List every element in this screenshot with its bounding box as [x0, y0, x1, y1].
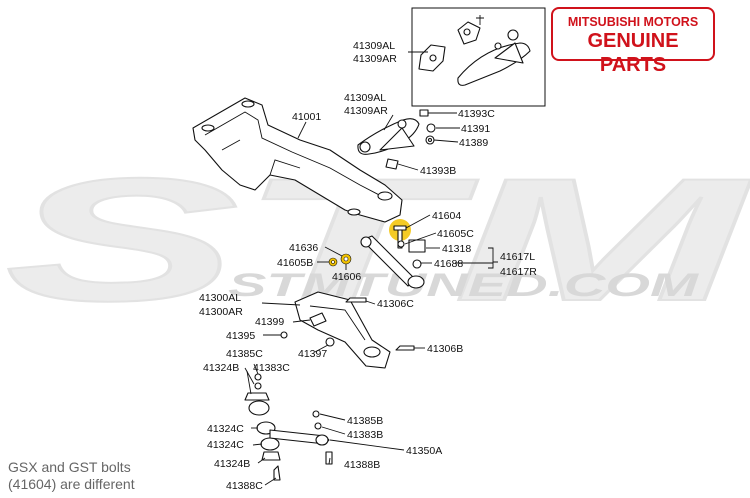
part-label: 41309AR [353, 53, 397, 65]
part-label: 41391 [461, 123, 490, 135]
upper-arm-drawing [357, 118, 420, 170]
part-label: 41385C [226, 348, 263, 360]
part-label: 41383C [253, 362, 290, 374]
part-label: 41688 [434, 258, 463, 270]
part-label: 41306C [377, 298, 414, 310]
part-label: 41300AR [199, 306, 243, 318]
part-label: 41389 [459, 137, 488, 149]
watermark-site: STMTUNED.COM [228, 267, 700, 303]
part-label: 41605B [277, 257, 313, 269]
stabilizer-link-drawing [244, 373, 333, 481]
part-label: 41309AL [344, 92, 386, 104]
part-label: 41318 [442, 243, 471, 255]
genuine-parts-badge: MITSUBISHI MOTORS GENUINE PARTS [551, 7, 715, 76]
part-label: 41393B [420, 165, 456, 177]
part-label: 41604 [432, 210, 461, 222]
badge-brand: MITSUBISHI MOTORS [567, 15, 699, 29]
part-label: 41606 [332, 271, 361, 283]
part-label: 41397 [298, 348, 327, 360]
part-label: 41636 [289, 242, 318, 254]
inset-box [411, 7, 546, 107]
badge-title: GENUINE PARTS [587, 30, 679, 76]
part-label: 41383B [347, 429, 383, 441]
part-label: 41393C [458, 108, 495, 120]
part-label: 41399 [255, 316, 284, 328]
part-label: 41388B [344, 459, 380, 471]
part-label: 41306B [427, 343, 463, 355]
part-label: 41324B [214, 458, 250, 470]
part-label: 41395 [226, 330, 255, 342]
upper-arm-hardware [419, 109, 436, 145]
leader-lines [244, 51, 498, 486]
note-line: GSX and GST bolts [8, 459, 131, 475]
part-label: 41324B [203, 362, 239, 374]
lower-link-hardware [328, 219, 426, 269]
bolt-note: GSX and GST bolts (41604) are different [8, 459, 135, 493]
inset-upper-arm-drawing [418, 15, 531, 86]
part-label: 41300AL [199, 292, 241, 304]
crossmember-drawing [192, 97, 403, 223]
part-label: 41385B [347, 415, 383, 427]
part-label: 41617R [500, 266, 537, 278]
part-label: 41350A [406, 445, 442, 457]
lower-arm-drawing [294, 291, 391, 369]
toe-link-drawing [360, 235, 425, 289]
part-label: 41388C [226, 480, 263, 492]
part-label: 41309AL [353, 40, 395, 52]
part-labels: 41309AL 41309AR 41309AL 41309AR 41001 41… [199, 40, 537, 492]
part-label: 41324C [207, 439, 244, 451]
lower-arm-hardware [280, 297, 415, 351]
part-label: 41324C [207, 423, 244, 435]
part-label: 41001 [292, 111, 321, 123]
part-label: 41617L [500, 251, 535, 263]
note-line: (41604) are different [8, 476, 135, 492]
part-label: 41309AR [344, 105, 388, 117]
part-label: 41605C [437, 228, 474, 240]
